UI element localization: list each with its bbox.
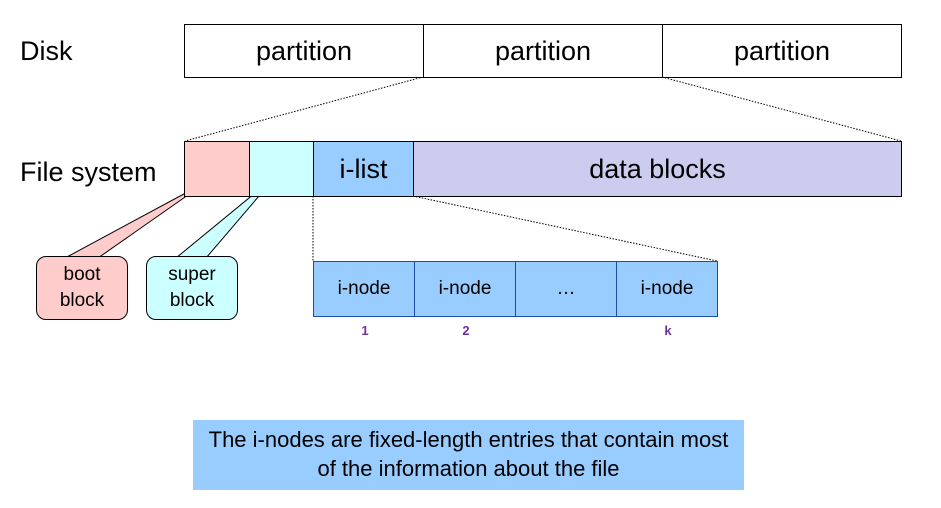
partition-1: partition: [184, 24, 424, 78]
disk-label: Disk: [20, 36, 73, 66]
inode-ellipsis: …: [515, 261, 617, 317]
file-system-label: File system: [20, 157, 157, 187]
super-block-callout: super block: [146, 256, 238, 320]
ilist-zoom-line-right: [412, 195, 718, 262]
info-note: The i-nodes are fixed-length entries tha…: [193, 420, 744, 490]
inode-cell-1: i-node: [313, 261, 415, 317]
inode-index-2: 2: [462, 323, 470, 338]
inode-cell-2: i-node: [414, 261, 516, 317]
zoom-line-right: [661, 76, 902, 142]
partition-2: partition: [423, 24, 663, 78]
inode-index-k: k: [664, 323, 672, 338]
boot-block-callout: boot block: [36, 256, 128, 320]
super-block-segment: [249, 141, 314, 197]
partition-3: partition: [662, 24, 902, 78]
info-note-text: The i-nodes are fixed-length entries tha…: [208, 427, 729, 481]
zoom-line-left: [184, 76, 424, 142]
data-blocks-segment: data blocks: [413, 141, 902, 197]
i-list-segment: i-list: [313, 141, 414, 197]
boot-block-segment: [184, 141, 250, 197]
inode-index-1: 1: [361, 323, 369, 338]
inode-cell-k: i-node: [616, 261, 718, 317]
